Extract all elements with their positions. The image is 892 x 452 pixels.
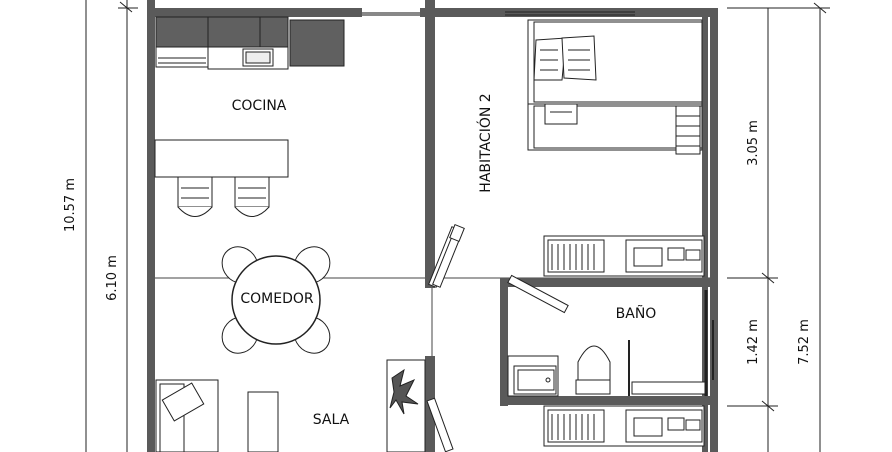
dimension-bathroom-height: 1.42 m	[746, 319, 761, 365]
room-label-living: SALA	[313, 412, 350, 428]
bathroom-fixtures	[507, 274, 714, 397]
room-label-dining: COMEDOR	[240, 291, 314, 307]
bedroom-closet	[543, 235, 705, 277]
room-label-kitchen: COCINA	[232, 98, 287, 114]
kitchen-counter	[155, 16, 345, 70]
lower-closet	[543, 405, 705, 447]
dimension-lines	[85, 0, 830, 452]
room-label-bathroom: BAÑO	[616, 305, 657, 322]
dimension-right-total: 7.52 m	[797, 319, 812, 365]
living-furniture	[155, 359, 426, 452]
dimension-left-segment: 6.10 m	[105, 255, 120, 301]
dimension-overall-height: 10.57 m	[63, 178, 78, 232]
bedroom-door	[432, 223, 465, 288]
dimension-bedroom-height: 3.05 m	[746, 120, 761, 166]
window-marks	[505, 11, 635, 16]
bunk-bed	[527, 19, 703, 155]
room-label-bedroom: HABITACIÓN 2	[476, 93, 494, 192]
kitchen-island	[154, 139, 289, 217]
dining-table	[221, 246, 331, 354]
